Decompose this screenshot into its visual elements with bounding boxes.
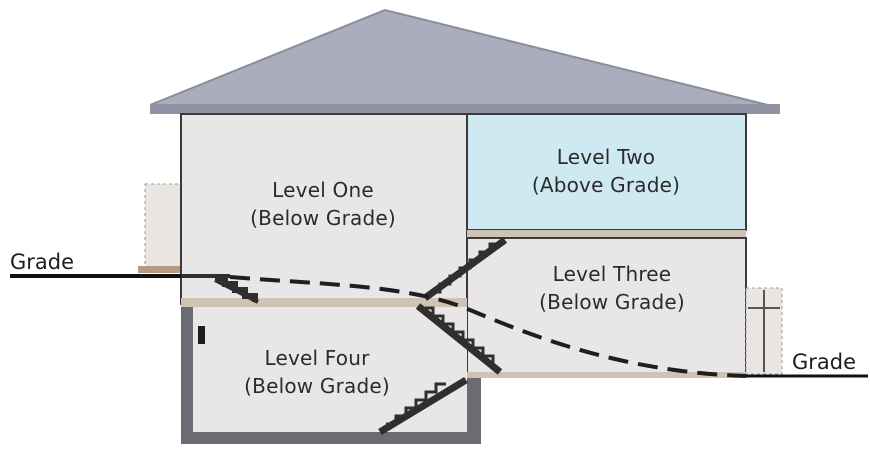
stairs-two-to-one-steps	[430, 242, 498, 294]
level-two-room	[466, 113, 747, 231]
grade-label-right: Grade	[792, 350, 857, 374]
left-porch-base	[138, 266, 183, 273]
roof-eave	[150, 104, 780, 114]
left-porch	[144, 183, 182, 273]
level-two-floor	[467, 230, 746, 238]
level-one-floor	[181, 298, 467, 307]
grade-label-left: Grade	[10, 250, 75, 274]
level-four-room	[181, 307, 467, 435]
level-two-name: Level Two	[556, 145, 656, 169]
level-three-name: Level Three	[552, 262, 672, 286]
level-one-grade: (Below Grade)	[250, 206, 396, 230]
level-one-label: Level One (Below Grade)	[206, 176, 440, 232]
stairs-one-to-four-stringer	[214, 278, 259, 304]
grade-dashed-line	[229, 275, 747, 378]
level-two-label: Level Two (Above Grade)	[493, 143, 719, 199]
stairs-four-to-three-steps	[386, 382, 446, 426]
roof	[149, 8, 781, 109]
level-four-name: Level Four	[264, 346, 370, 370]
level-four-label: Level Four (Below Grade)	[202, 344, 432, 400]
level-three-room	[466, 237, 747, 375]
level-three-label: Level Three (Below Grade)	[496, 260, 728, 316]
foundation-slab	[181, 432, 481, 444]
level-three-floor	[467, 372, 746, 378]
foundation-left-wall	[181, 307, 193, 437]
level-four-grade: (Below Grade)	[244, 374, 390, 398]
level-three-grade: (Below Grade)	[539, 290, 685, 314]
foundation-window	[198, 326, 205, 344]
stairs-one-to-three-steps	[425, 306, 495, 364]
level-one-name: Level One	[272, 178, 374, 202]
level-two-grade: (Above Grade)	[531, 173, 681, 197]
foundation-right-wall	[467, 378, 481, 437]
